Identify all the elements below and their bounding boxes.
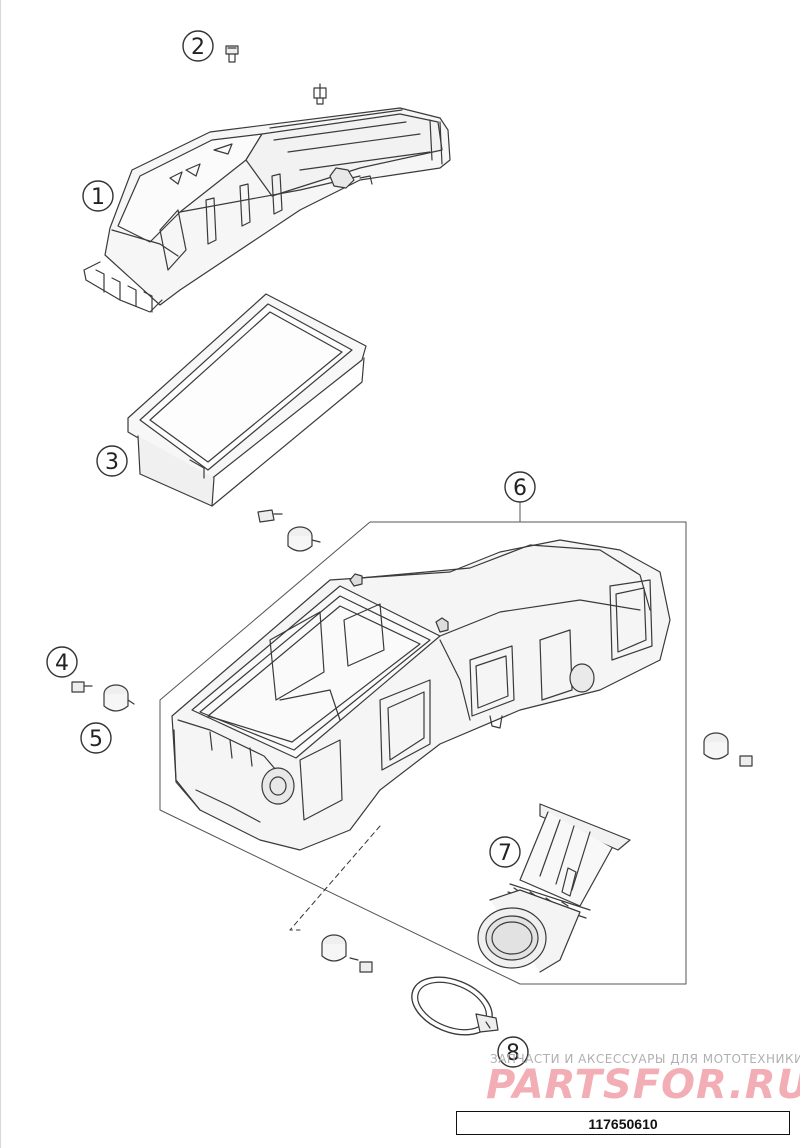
svg-text:8: 8 [506,1041,520,1066]
air-filter-part [127,293,367,507]
callout-1: 1 [82,180,114,212]
svg-text:1: 1 [91,185,105,210]
page-border-line [0,0,1,1148]
part-number-box: 117650610 [456,1111,790,1135]
dashed-leader-line [289,825,381,931]
callout-7: 7 [489,836,521,868]
callout-4: 4 [46,646,78,678]
callout-3: 3 [96,445,128,477]
svg-text:2: 2 [191,35,205,60]
callout-8: 8 [497,1036,529,1068]
callout-2: 2 [182,30,214,62]
watermark-brand: PARTSFOR.RU [486,1062,800,1108]
bushing-part-5 [103,684,135,712]
intake-boot-part-7 [477,803,631,973]
svg-text:4: 4 [55,651,69,676]
airbox-body [171,539,671,851]
bushing-and-screw-right [703,732,753,767]
screw-part-2 [225,45,239,63]
hose-clamp-part-8 [411,976,499,1036]
screw-part-4 [71,681,93,693]
assembly-frame-part-6 [159,499,687,985]
svg-text:7: 7 [498,841,512,866]
watermark-tagline: ЗАПЧАСТИ И АКСЕССУАРЫ ДЛЯ МОТОТЕХНИКИ [490,1052,800,1066]
callout-6: 6 [504,471,536,503]
airbox-cover-part [83,83,451,313]
callout-5: 5 [80,722,112,754]
svg-text:5: 5 [89,727,103,752]
bushing-and-screw-lower [321,934,373,973]
svg-text:6: 6 [513,476,527,501]
bushing-and-screw-upper [257,509,321,552]
svg-text:3: 3 [105,450,119,475]
